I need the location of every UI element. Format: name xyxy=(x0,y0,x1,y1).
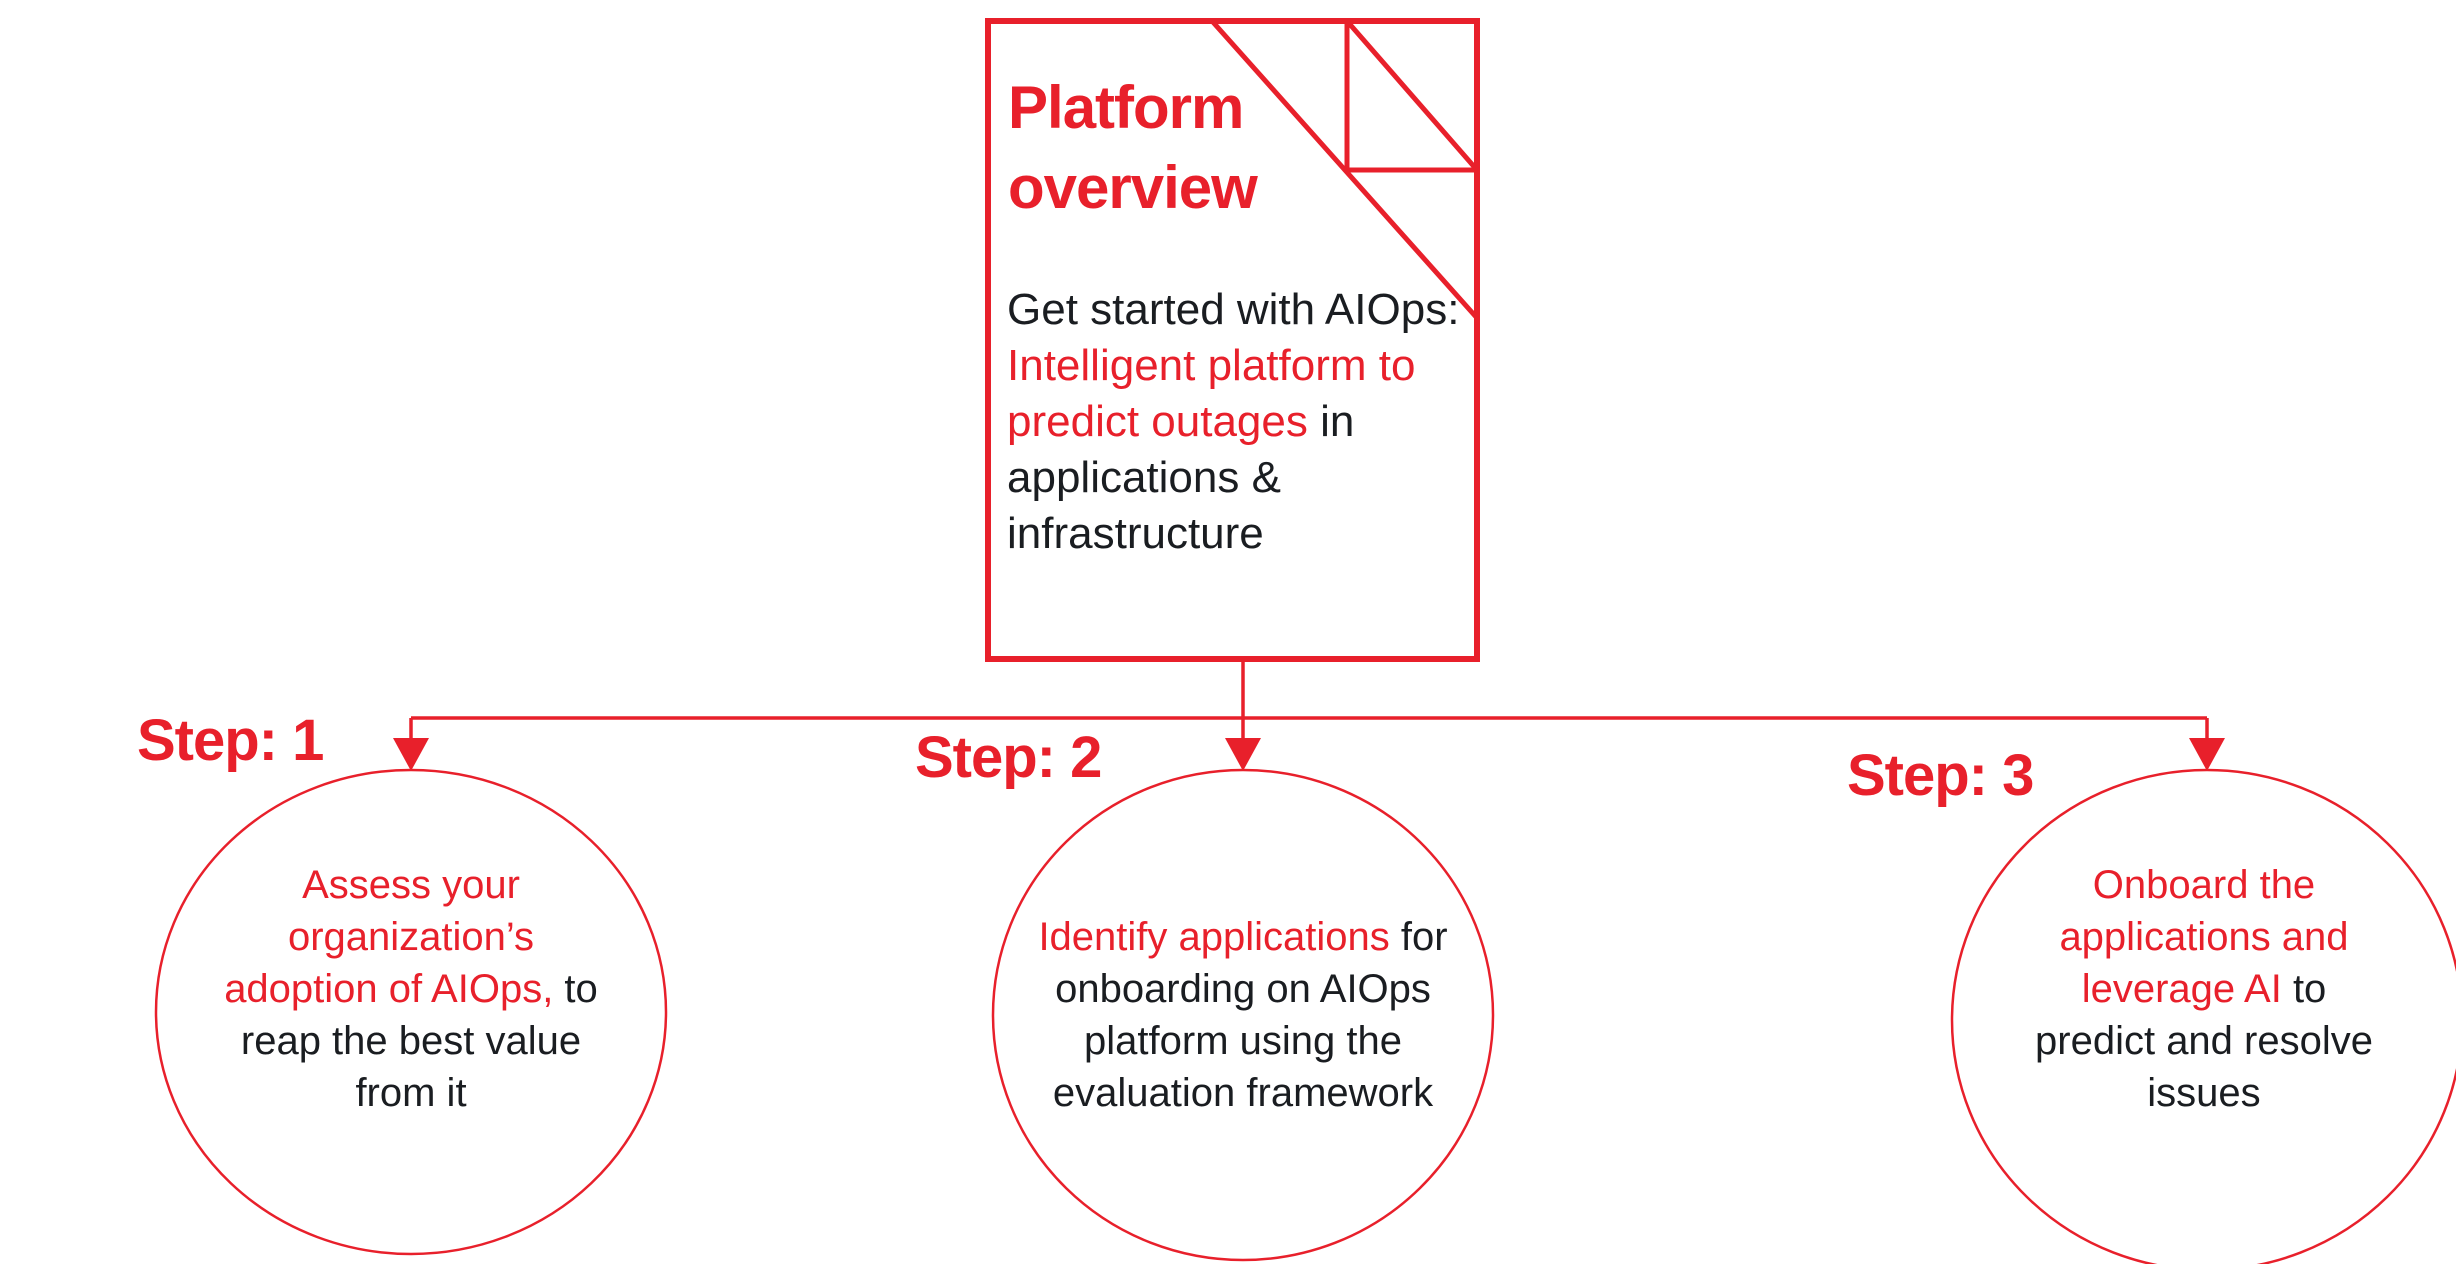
step1-circle: Assess your organization’s adoption of A… xyxy=(156,770,666,1254)
connector-line xyxy=(409,659,2209,744)
platform-box-description: Get started with AIOps: Intelligent plat… xyxy=(1007,282,1472,562)
description-highlight-text: Intelligent platform to predict outages xyxy=(1007,341,1416,446)
step3-circle: Onboard the applications and leverage AI… xyxy=(1952,770,2456,1264)
arrow-down-icon xyxy=(1225,738,1261,771)
arrow-down-icon xyxy=(393,738,429,771)
arrow-down-icon xyxy=(2189,738,2225,771)
platform-overview-box: Platform overview Get started with AIOps… xyxy=(985,18,1480,662)
step2-circle-outline xyxy=(991,768,1495,1262)
platform-box-outline xyxy=(985,18,1480,662)
step1-rest-text: to reap the best value from it xyxy=(240,967,598,1115)
step3-highlight-text: Onboard the applications and leverage AI xyxy=(2059,863,2349,1011)
step3-rest-text: to predict and resolve issues xyxy=(2035,967,2373,1115)
folded-corner-icon xyxy=(1210,19,1479,320)
step3-circle-outline xyxy=(1950,768,2456,1264)
step1-highlight-text: Assess your organization’s adoption of A… xyxy=(224,863,554,1011)
step1-text: Assess your organization’s adoption of A… xyxy=(213,859,609,1119)
step2-label: Step: 2 xyxy=(915,725,1102,790)
platform-box-title: Platform overview xyxy=(1008,74,1258,221)
step2-highlight-text: Identify applications xyxy=(1038,915,1390,959)
step2-text: Identify applications for onboarding on … xyxy=(1007,911,1479,1119)
description-intro-text: Get started with AIOps: xyxy=(1007,285,1460,334)
step3-text: Onboard the applications and leverage AI… xyxy=(2021,859,2387,1119)
description-rest-text: in applications & infrastructure xyxy=(1007,397,1355,558)
step1-label: Step: 1 xyxy=(137,708,324,773)
step1-circle-outline xyxy=(154,768,668,1256)
step2-rest-text: for onboarding on AIOps platform using t… xyxy=(1052,915,1448,1115)
step2-circle: Identify applications for onboarding on … xyxy=(993,770,1493,1260)
step3-label: Step: 3 xyxy=(1847,743,2034,808)
